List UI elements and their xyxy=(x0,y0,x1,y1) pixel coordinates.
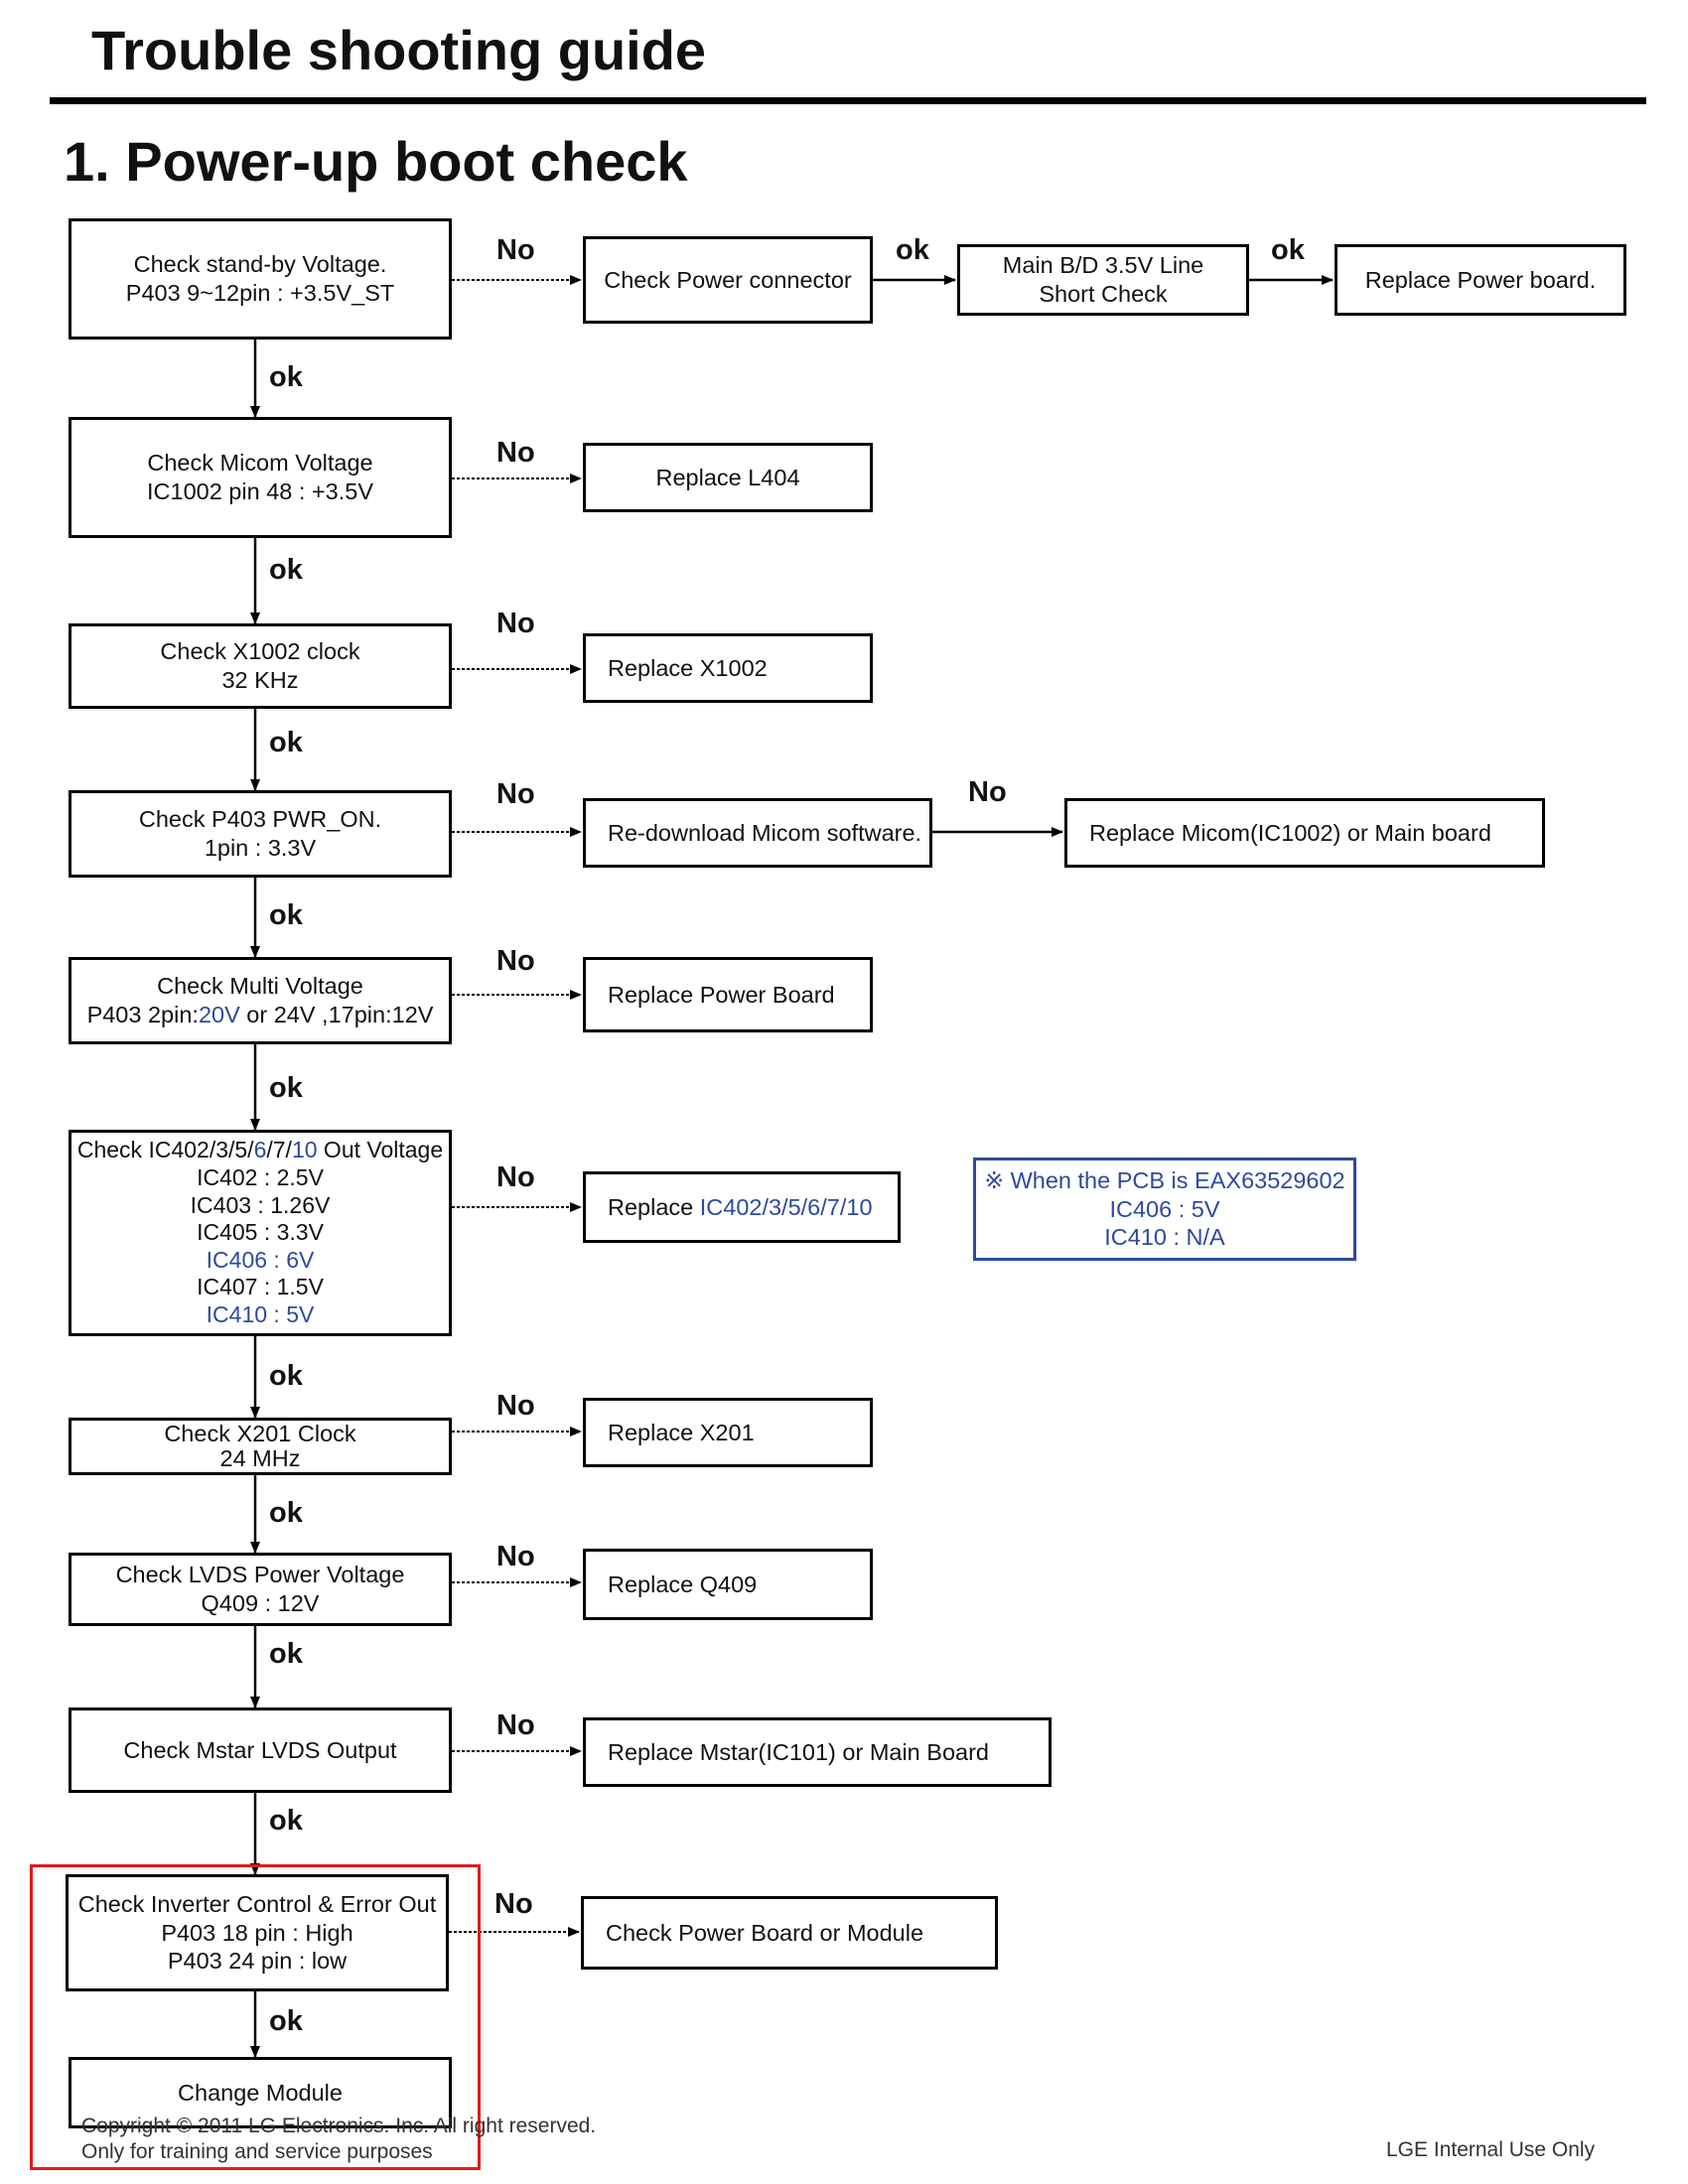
box-line: P403 2pin:20V or 24V ,17pin:12V xyxy=(87,1001,434,1029)
replace-power-board-box: Replace Power board. xyxy=(1335,244,1626,316)
box-line: Check X1002 clock xyxy=(160,638,360,665)
box-line: Check stand-by Voltage. xyxy=(133,251,387,278)
box-line: Check Micom Voltage xyxy=(147,450,373,477)
box-line: Short Check xyxy=(1039,281,1168,307)
box-line: ※ When the PCB is EAX63529602 xyxy=(984,1167,1345,1194)
text-part: Out Voltage xyxy=(317,1137,444,1163)
ok-label: ok xyxy=(269,1072,303,1104)
box-line: IC410 : 5V xyxy=(206,1300,315,1327)
box-line: P403 18 pin : High xyxy=(161,1919,353,1946)
check-power-board-or-module-box: Check Power Board or Module xyxy=(581,1896,998,1970)
replace-micom-box: Replace Micom(IC1002) or Main board xyxy=(1064,798,1545,868)
no-label: No xyxy=(496,1390,535,1422)
box-line: Check LVDS Power Voltage xyxy=(115,1562,405,1588)
text-part: /7/ xyxy=(266,1137,292,1163)
replace-ic-box: Replace IC402/3/5/6/7/10 xyxy=(583,1171,901,1243)
box-line: IC403 : 1.26V xyxy=(190,1191,331,1218)
box-line: IC407 : 1.5V xyxy=(197,1274,324,1300)
no-label: No xyxy=(496,608,535,639)
copyright-text: Copyright © 2011 LG Electronics. Inc. Al… xyxy=(81,2115,597,2137)
box-line: IC406 : 6V xyxy=(206,1246,315,1273)
ok-label: ok xyxy=(1271,234,1305,266)
ok-label: ok xyxy=(269,899,303,931)
section-title: 1. Power-up boot check xyxy=(64,130,688,193)
box-line: 32 KHz xyxy=(221,667,299,693)
box-line: IC406 : 5V xyxy=(1109,1195,1220,1222)
box-line: Check Inverter Control & Error Out xyxy=(77,1891,437,1918)
check-x201-clock-box: Check X201 Clock 24 MHz xyxy=(69,1418,452,1475)
no-label: No xyxy=(496,1709,535,1741)
check-multi-voltage-box: Check Multi Voltage P403 2pin:20V or 24V… xyxy=(69,957,452,1044)
box-line: 24 MHz xyxy=(219,1445,301,1471)
check-pwr-on-box: Check P403 PWR_ON. 1pin : 3.3V xyxy=(69,790,452,878)
check-lvds-power-box: Check LVDS Power Voltage Q409 : 12V xyxy=(69,1553,452,1626)
check-micom-voltage-box: Check Micom Voltage IC1002 pin 48 : +3.5… xyxy=(69,417,452,538)
pcb-note-box: ※ When the PCB is EAX63529602 IC406 : 5V… xyxy=(973,1158,1356,1261)
highlight-frame xyxy=(30,1864,481,2170)
no-label: No xyxy=(968,776,1007,808)
ok-label: ok xyxy=(269,361,303,393)
text-part-blue: 6 xyxy=(253,1137,267,1163)
no-label: No xyxy=(496,234,535,266)
no-label: No xyxy=(496,1161,535,1193)
check-inverter-control-box: Check Inverter Control & Error Out P403 … xyxy=(66,1874,449,1991)
check-standby-voltage-box: Check stand-by Voltage. P403 9~12pin : +… xyxy=(69,218,452,340)
training-text: Only for training and service purposes xyxy=(81,2140,433,2163)
ok-label: ok xyxy=(269,1805,303,1837)
ok-label: ok xyxy=(269,1638,303,1670)
replace-q409-box: Replace Q409 xyxy=(583,1549,873,1620)
box-line: IC402 : 2.5V xyxy=(197,1164,324,1191)
box-line: Replace IC402/3/5/6/7/10 xyxy=(608,1193,873,1222)
check-power-connector-box: Check Power connector xyxy=(583,236,873,324)
box-line: IC405 : 3.3V xyxy=(197,1219,324,1246)
title-divider xyxy=(50,97,1646,104)
ok-label: ok xyxy=(269,1497,303,1529)
replace-l404-box: Replace L404 xyxy=(583,443,873,512)
box-line: IC1002 pin 48 : +3.5V xyxy=(147,478,373,504)
replace-x201-box: Replace X201 xyxy=(583,1398,873,1467)
box-line: Check X201 Clock xyxy=(164,1421,356,1447)
ok-label: ok xyxy=(269,727,303,758)
page-title: Trouble shooting guide xyxy=(91,19,707,81)
change-module-box: Change Module xyxy=(69,2057,452,2128)
box-line: P403 9~12pin : +3.5V_ST xyxy=(125,280,395,306)
replace-x1002-box: Replace X1002 xyxy=(583,633,873,703)
box-line: Main B/D 3.5V Line xyxy=(1002,252,1204,279)
box-line: Check IC402/3/5/6/7/10 Out Voltage xyxy=(77,1137,443,1164)
replace-power-board-row5-box: Replace Power Board xyxy=(583,957,873,1032)
box-line: Q409 : 12V xyxy=(201,1590,320,1616)
main-bd-short-check-box: Main B/D 3.5V Line Short Check xyxy=(957,244,1249,316)
text-part-blue: IC402/3/5/6/7/10 xyxy=(699,1193,873,1220)
no-label: No xyxy=(496,945,535,977)
check-mstar-lvds-box: Check Mstar LVDS Output xyxy=(69,1707,452,1793)
check-x1002-clock-box: Check X1002 clock 32 KHz xyxy=(69,623,452,709)
replace-mstar-box: Replace Mstar(IC101) or Main Board xyxy=(583,1717,1052,1787)
redownload-micom-box: Re-download Micom software. xyxy=(583,798,932,868)
no-label: No xyxy=(496,437,535,469)
text-part: Replace xyxy=(608,1193,700,1220)
box-line: IC410 : N/A xyxy=(1104,1224,1225,1251)
ok-label: ok xyxy=(896,234,929,266)
box-line: Check P403 PWR_ON. xyxy=(138,806,382,833)
box-line: Check Multi Voltage xyxy=(157,973,363,1000)
no-label: No xyxy=(494,1888,533,1920)
text-part: Check IC402/3/5/ xyxy=(76,1137,254,1163)
internal-use-text: LGE Internal Use Only xyxy=(1386,2138,1596,2161)
no-label: No xyxy=(496,778,535,810)
ok-label: ok xyxy=(269,1360,303,1392)
check-ic-out-voltage-box: Check IC402/3/5/6/7/10 Out Voltage IC402… xyxy=(69,1130,452,1336)
ok-label: ok xyxy=(269,554,303,586)
text-part: P403 2pin: xyxy=(86,1002,199,1027)
text-part-blue: 20V xyxy=(198,1002,240,1027)
no-label: No xyxy=(496,1541,535,1572)
box-line: 1pin : 3.3V xyxy=(204,835,317,861)
text-part-blue: 10 xyxy=(291,1137,318,1163)
box-line: P403 24 pin : low xyxy=(167,1948,348,1975)
ok-label: ok xyxy=(269,2005,303,2037)
text-part: or 24V ,17pin:12V xyxy=(239,1002,434,1027)
